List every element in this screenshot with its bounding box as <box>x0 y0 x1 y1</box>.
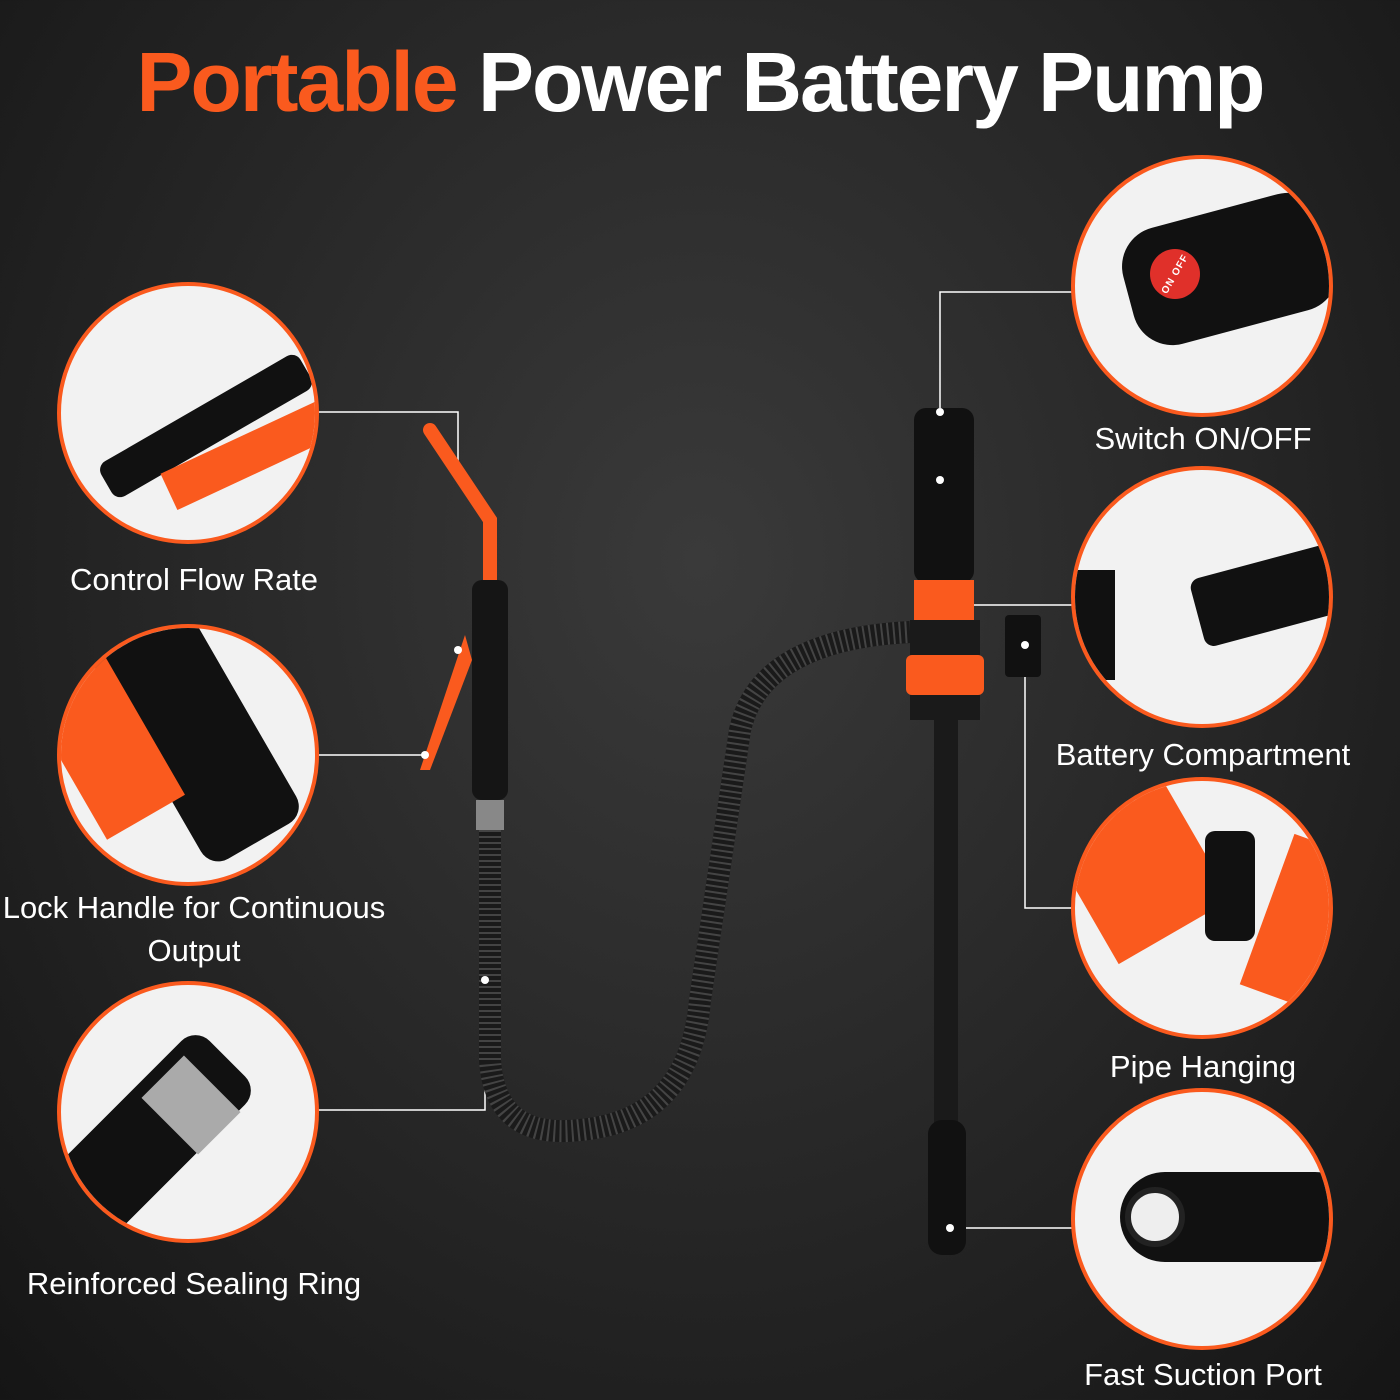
suction-tube <box>934 720 958 1130</box>
feature-label: Battery Compartment <box>1055 737 1351 772</box>
feature-image-pipe-hanging <box>1071 777 1333 1039</box>
feature-label: Lock Handle for Continuous Output <box>2 890 386 968</box>
feature-label: Reinforced Sealing Ring <box>26 1266 362 1301</box>
hose <box>479 621 911 1143</box>
feature-image-switch: ON OFF <box>1071 155 1333 417</box>
feature-image-suction-port <box>1071 1088 1333 1350</box>
feature-image-control-flow <box>57 282 319 544</box>
feature-label: Switch ON/OFF <box>1094 421 1312 456</box>
nozzle-spout <box>423 423 497 587</box>
trigger <box>420 635 472 770</box>
feature-image-sealing-ring <box>57 981 319 1243</box>
page-title: Portable Power Battery Pump <box>136 35 1266 129</box>
feature-image-lock-handle <box>57 624 319 886</box>
feature-label: Pipe Hanging <box>1109 1049 1297 1084</box>
battery-collar <box>914 580 974 620</box>
feature-label: Fast Suction Port <box>1084 1357 1322 1392</box>
nozzle-handle <box>472 580 508 800</box>
pump-top <box>914 408 974 583</box>
feature-label: Control Flow Rate <box>69 562 319 597</box>
on-off-button: ON OFF <box>1150 249 1200 299</box>
feature-image-battery <box>1071 466 1333 728</box>
suction-port <box>928 1120 966 1255</box>
